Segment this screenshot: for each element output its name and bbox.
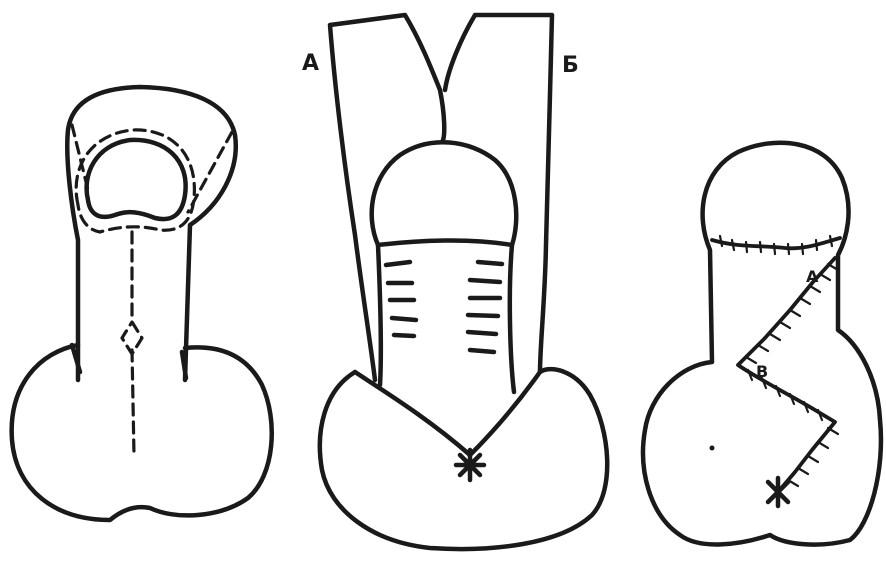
- left-dashed-incision-upper-left: [72, 125, 88, 190]
- middle-ladder-marks-right: [468, 262, 502, 352]
- middle-right-flap-line: [470, 372, 540, 455]
- left-meatus-opening: [87, 140, 186, 219]
- panel-right: А В: [643, 143, 881, 545]
- middle-label-b: Б: [562, 53, 579, 78]
- left-dashed-incision-upper-right: [188, 132, 232, 212]
- middle-flap-strip-a: [330, 15, 444, 380]
- left-scrotum-outline: [12, 345, 272, 520]
- middle-label-a: А: [302, 51, 319, 76]
- middle-left-flap-line: [355, 372, 470, 455]
- panel-left: [12, 87, 272, 520]
- right-label-a: А: [806, 267, 819, 286]
- middle-glans-outline: [372, 142, 517, 245]
- middle-flap-strip-b: [445, 15, 552, 372]
- right-base-star-mark: [768, 478, 788, 506]
- middle-center-star-mark: [456, 450, 484, 480]
- right-suture-stitch-ticks: [720, 236, 838, 486]
- panel-middle: А Б: [302, 15, 607, 549]
- middle-ladder-marks-left: [386, 262, 416, 336]
- right-small-dot: [710, 446, 715, 451]
- left-dashed-incision-midline: [132, 232, 134, 455]
- right-label-v: В: [756, 362, 768, 381]
- right-zigzag-suture: [738, 258, 835, 492]
